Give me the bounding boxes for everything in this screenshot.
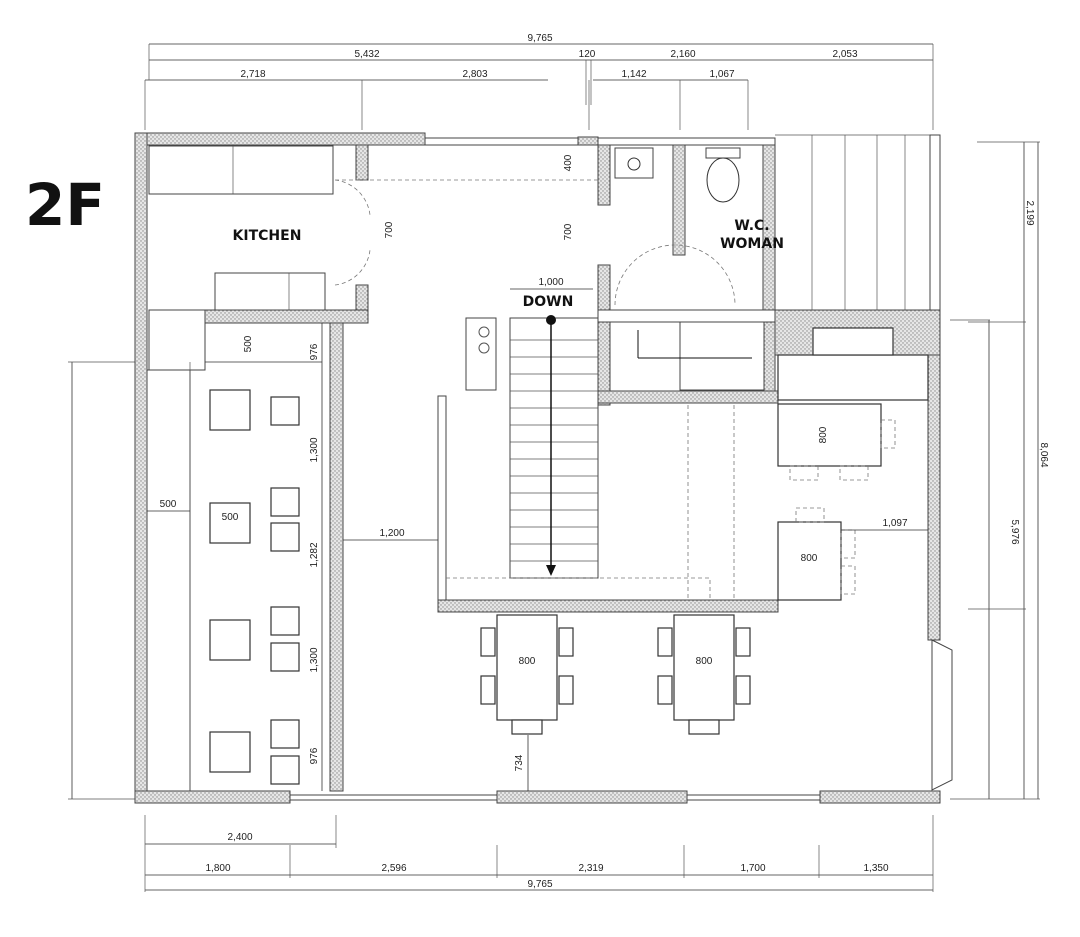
dim-bottom: 2,596 [381,863,406,874]
staircase [446,315,765,600]
room-label-wc: W.C. [734,218,769,234]
dim-bottom: 1,700 [740,863,765,874]
dim-bottom: 1,350 [863,863,888,874]
dim-spacing: 976 [309,747,320,764]
dim-corridor: 400 [563,154,574,171]
floor-label: 2F [25,171,105,239]
kitchen-counters [148,145,600,371]
room-label-kitchen: KITCHEN [233,228,302,244]
dim-wc-door: 700 [563,223,574,240]
dim-spacing: 1,300 [309,437,320,462]
left-dimension [68,361,147,800]
dim-top: 2,053 [832,49,857,60]
dim-top: 2,803 [462,69,487,80]
wc-fixtures [614,147,741,306]
right-tables [480,327,929,735]
dim-table: 500 [222,512,239,523]
dim-top: 1,067 [709,69,734,80]
bottom-dimensions: 2,400 1,800 2,596 2,319 1,700 1,350 9,76… [144,815,934,892]
dim-bottom: 2,319 [578,863,603,874]
dim-right: 2,199 [1024,200,1035,225]
dim-gap: 734 [514,754,525,771]
dim-spacing: 976 [309,343,320,360]
dim-aisle: 1,200 [379,528,404,539]
room-label-wc-woman: WOMAN [720,236,784,252]
dim-top: 2,718 [240,69,265,80]
dim-top: 1,142 [621,69,646,80]
dim-table: 800 [801,553,818,564]
dim-kitchen-door: 700 [384,221,395,238]
dim-table: 800 [696,656,713,667]
dim-top: 2,160 [670,49,695,60]
dim-right: 5,976 [1009,519,1020,544]
deck [775,134,930,310]
dim-top: 5,432 [354,49,379,60]
dim-gap: 1,097 [882,518,907,529]
stair-label-down: DOWN [523,294,574,310]
left-seating [146,323,529,792]
dim-top: 120 [579,49,596,60]
dim-stair-width: 1,000 [538,277,563,288]
dim-aisle: 500 [160,499,177,510]
dim-table: 800 [519,656,536,667]
dim-bottom: 1,800 [205,863,230,874]
dim-bench: 500 [243,335,254,352]
dim-top-total: 9,765 [527,33,552,44]
dim-right: 8,064 [1038,442,1049,467]
right-dimensions: 2,199 5,976 8,064 [950,141,1049,800]
dim-bottom-total: 9,765 [527,879,552,890]
dim-spacing: 1,282 [309,542,320,567]
top-dimensions: 9,765 5,432 120 2,160 2,053 2,718 2,803 … [144,33,934,130]
walls [134,132,953,804]
dim-spacing: 1,300 [309,647,320,672]
dim-table: 800 [818,426,829,443]
dim-bottom: 2,400 [227,832,252,843]
